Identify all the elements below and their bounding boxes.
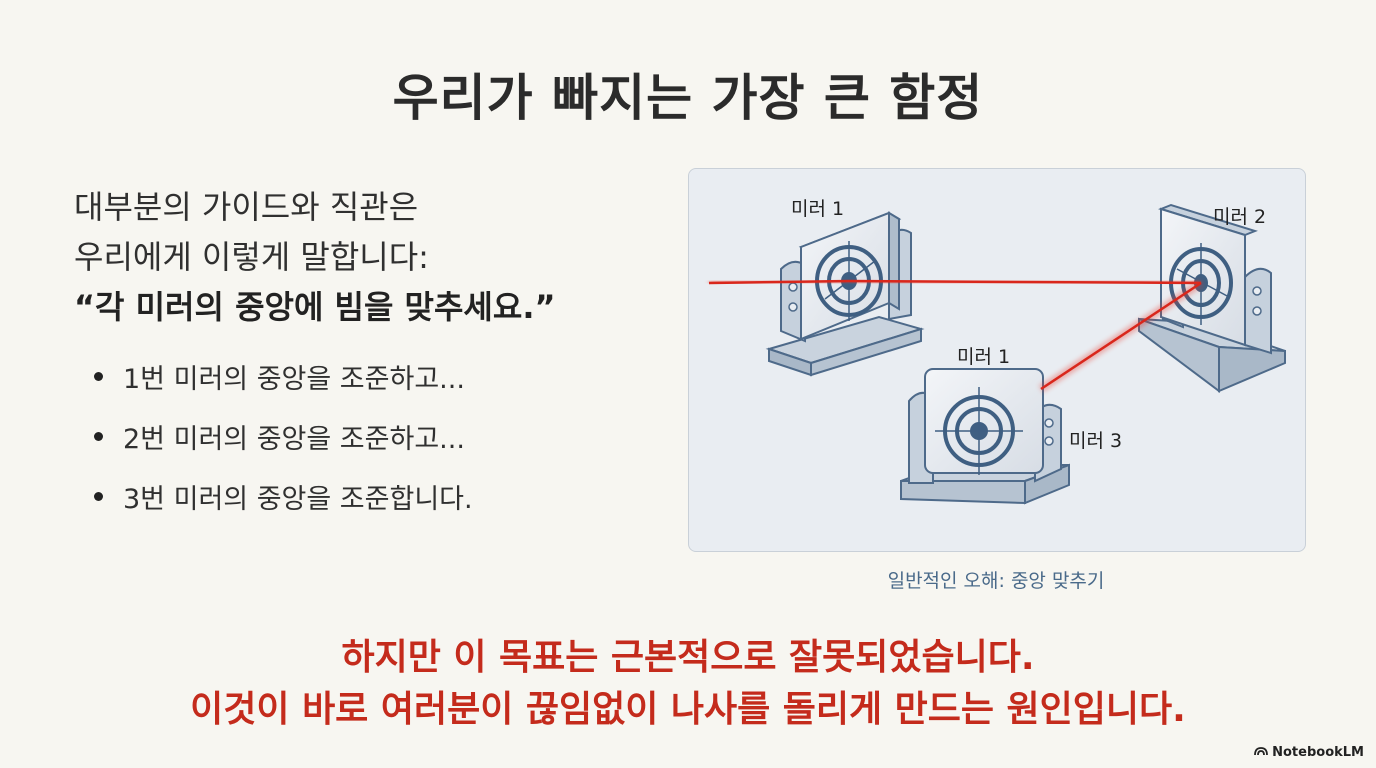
- list-item: 1번 미러의 중앙을 조준하고...: [94, 346, 473, 406]
- brand-name: NotebookLM: [1272, 745, 1364, 760]
- bullet-dot-icon: [94, 431, 103, 441]
- intro-line-1: 대부분의 가이드와 직관은: [74, 188, 419, 226]
- list-item: 2번 미러의 중앙을 조준하고...: [94, 406, 473, 466]
- target-icon: [935, 387, 1023, 475]
- notebooklm-icon: [1254, 745, 1269, 760]
- bullet-dot-icon: [94, 371, 103, 381]
- brand-watermark: NotebookLM: [1254, 745, 1364, 760]
- mirror-1-mount-icon: [765, 211, 925, 377]
- bullet-dot-icon: [94, 491, 103, 501]
- warning-line-2: 이것이 바로 여러분이 끊임없이 나사를 돌리게 만드는 원인입니다.: [190, 689, 1186, 730]
- mirror-2-mount-icon: [1138, 203, 1286, 393]
- mirror-label: 미러 3: [1069, 430, 1122, 452]
- intro-quote: “각 미러의 중앙에 빔을 맞추세요.”: [74, 288, 556, 326]
- warning-text: 하지만 이 목표는 근본적으로 잘못되었습니다. 이것이 바로 여러분이 끊임없…: [0, 632, 1376, 736]
- list-item: 3번 미러의 중앙을 조준합니다.: [94, 466, 473, 526]
- bullet-list: 1번 미러의 중앙을 조준하고... 2번 미러의 중앙을 조준하고... 3번…: [94, 346, 473, 526]
- mirror-3-mount-icon: [900, 368, 1070, 505]
- warning-line-1: 하지만 이 목표는 근본적으로 잘못되었습니다.: [341, 637, 1035, 678]
- mirror-label: 미러 2: [1213, 206, 1266, 228]
- mirror-diagram: 미러 1 미러 2 미러 1 미러 3: [688, 168, 1306, 552]
- laser-beam: [708, 277, 1204, 393]
- intro-text: 대부분의 가이드와 직관은 우리에게 이렇게 말합니다: “각 미러의 중앙에 …: [74, 182, 556, 332]
- intro-line-2: 우리에게 이렇게 말합니다:: [74, 238, 429, 276]
- page-title: 우리가 빠지는 가장 큰 함정: [392, 69, 984, 127]
- mirror-label: 미러 1: [957, 346, 1010, 368]
- diagram-caption: 일반적인 오해: 중앙 맞추기: [887, 570, 1105, 592]
- mirror-label: 미러 1: [791, 198, 844, 220]
- mirror-diagram-svg: 미러 1 미러 2 미러 1 미러 3: [708, 198, 1286, 505]
